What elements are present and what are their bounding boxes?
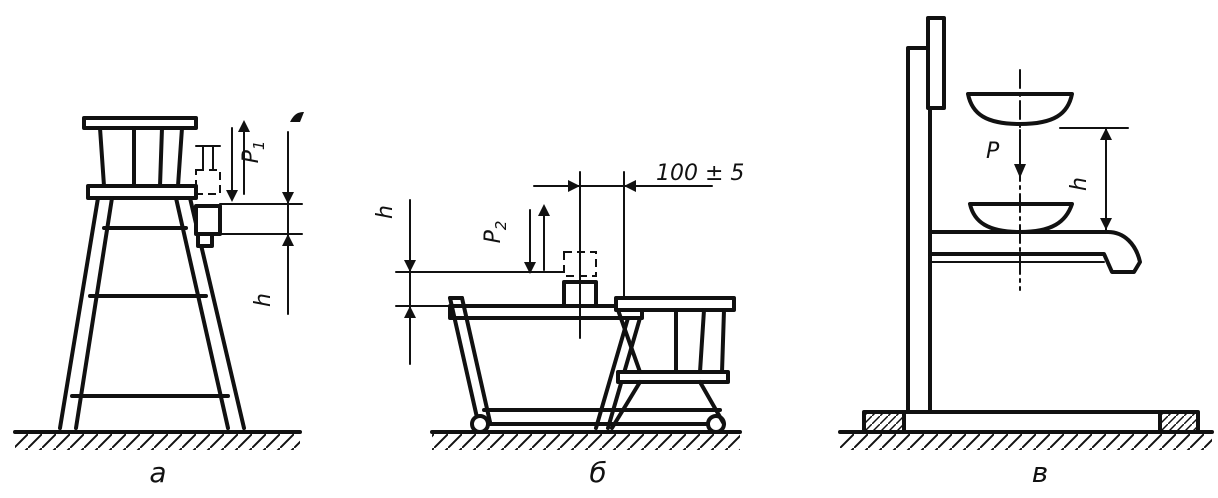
load-arrows-b [524, 204, 550, 274]
chair-back-a [82, 116, 198, 188]
ground-b [430, 430, 742, 450]
panel-v-drop-stand: P h в [838, 16, 1214, 489]
dimension-h-v: h [1059, 127, 1129, 231]
svg-text:h: h [251, 293, 276, 307]
panel-b-chair-table: P2 h 100 ± 5 б [373, 161, 744, 489]
wheel-left-b [470, 414, 490, 434]
table-legs-b [448, 296, 722, 430]
stand-arm-v [928, 230, 1142, 274]
stand-base-v [862, 410, 1200, 434]
svg-text:h: h [1067, 177, 1092, 191]
chair-seat-a [86, 184, 198, 200]
table-top-b [448, 304, 644, 320]
load-arrow-v: P [986, 129, 1026, 178]
dimension-h-a: h [219, 112, 304, 315]
caption-v: в [1032, 456, 1049, 489]
panel-a-high-chair: P1 h а [13, 112, 304, 489]
load-label-a: P1 [239, 141, 268, 164]
ground-v [838, 430, 1214, 450]
load-arrows-a [226, 120, 250, 202]
load-label-b: P2 [481, 221, 510, 244]
offset-label-b: 100 ± 5 [656, 161, 744, 186]
dimension-h-b: h [373, 199, 565, 365]
load-label-v: P [986, 139, 1000, 164]
tray-block-a [194, 204, 222, 236]
stand-column-v [906, 16, 946, 414]
dimension-offset-b: 100 ± 5 [533, 161, 744, 339]
load-weight-a [195, 145, 221, 195]
caption-b: б [589, 456, 606, 489]
chair-back-b [610, 296, 736, 430]
ground-a [13, 430, 302, 450]
svg-text:h: h [373, 205, 398, 219]
caption-a: а [149, 456, 166, 489]
